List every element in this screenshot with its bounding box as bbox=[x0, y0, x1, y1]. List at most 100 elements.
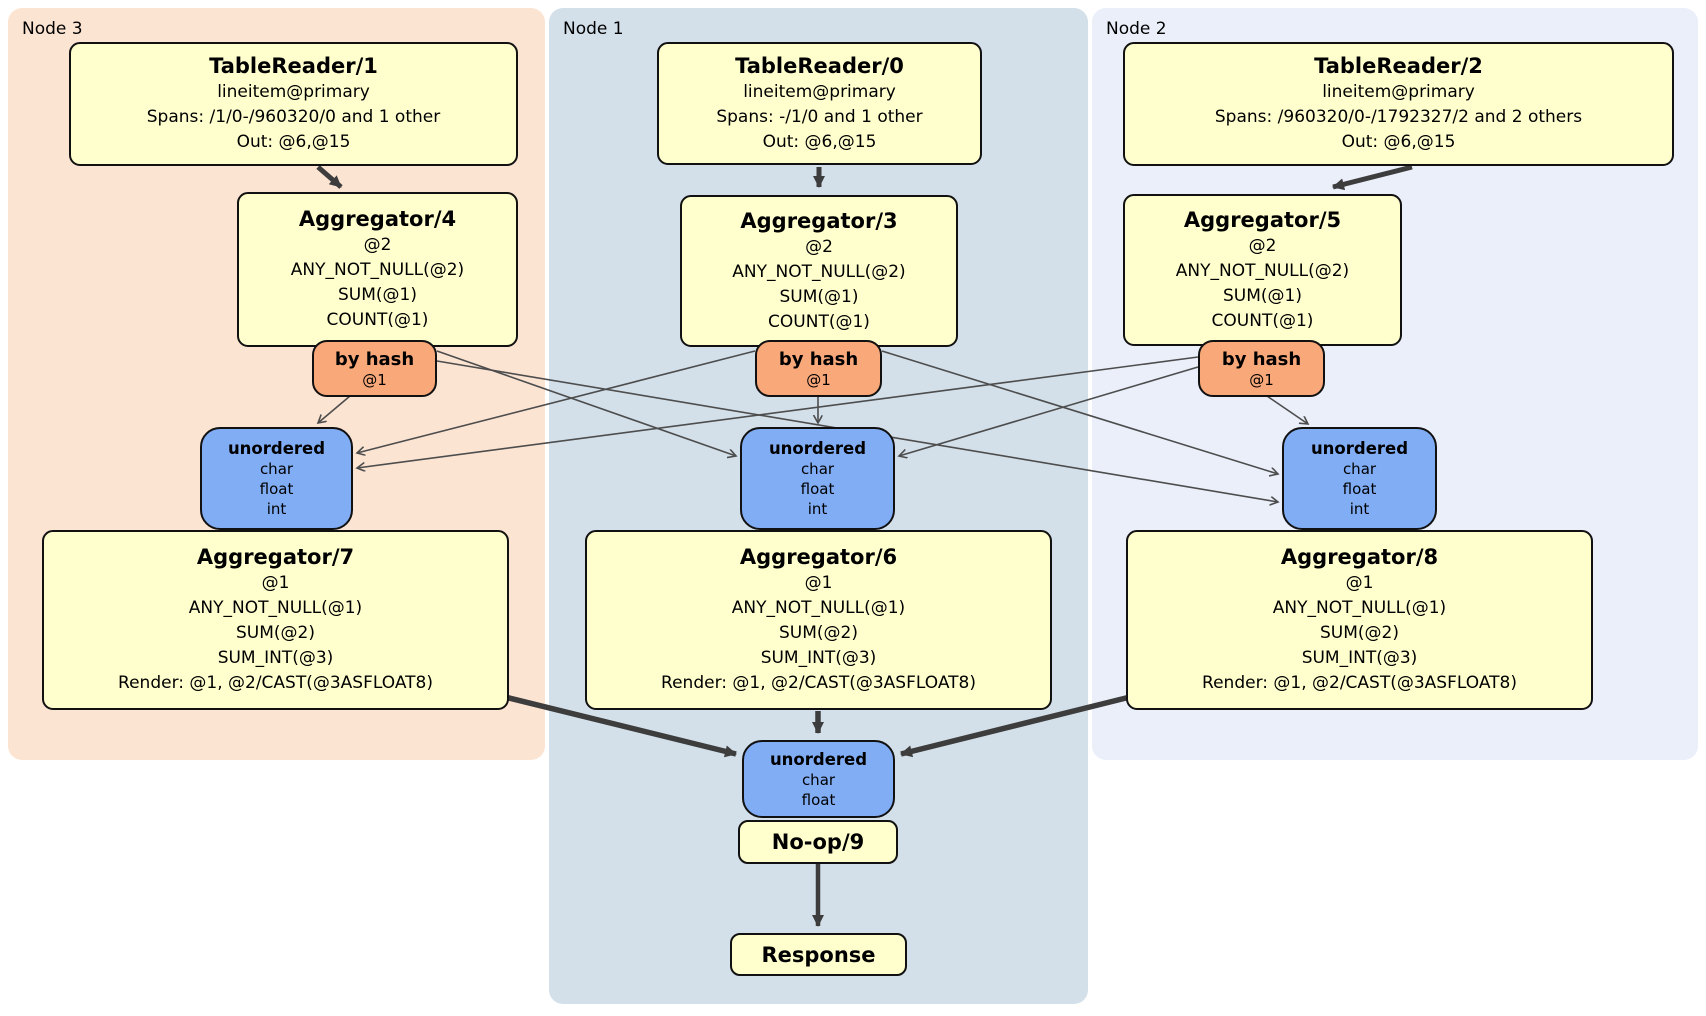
hash-router-3-box: by hash @1 bbox=[755, 340, 882, 397]
aggregator-3-line: SUM(@1) bbox=[779, 286, 859, 307]
aggregator-7-line: ANY_NOT_NULL(@1) bbox=[188, 598, 363, 618]
sync-7-type: float bbox=[259, 480, 294, 498]
node1-label: Node 1 bbox=[563, 19, 624, 39]
aggregator-4-title: Aggregator/4 bbox=[298, 207, 457, 231]
edge-hash3-to-sync7 bbox=[357, 350, 756, 453]
tablereader-0-title: TableReader/0 bbox=[735, 53, 904, 78]
aggregator-6-line: SUM_INT(@3) bbox=[760, 648, 877, 668]
aggregator-7-title: Aggregator/7 bbox=[196, 545, 355, 569]
unordered-sync-6-box: unordered char float int bbox=[740, 427, 895, 530]
hash-router-3-key: @1 bbox=[806, 370, 831, 389]
sync-6-type: char bbox=[800, 460, 835, 478]
sync-7-type: int bbox=[266, 500, 287, 518]
aggregator-8-line: SUM(@2) bbox=[1320, 623, 1399, 643]
node2-label: Node 2 bbox=[1106, 19, 1167, 39]
aggregator-3-line: COUNT(@1) bbox=[768, 311, 870, 332]
aggregator-8-line: ANY_NOT_NULL(@1) bbox=[1272, 598, 1447, 618]
sync-final-type: float bbox=[801, 790, 836, 809]
noop-9-label: No-op/9 bbox=[771, 830, 865, 854]
aggregator-3-line: ANY_NOT_NULL(@2) bbox=[732, 261, 906, 282]
tablereader-0-box: TableReader/0 lineitem@primary Spans: -/… bbox=[657, 42, 982, 165]
aggregator-8-box: Aggregator/8 @1 ANY_NOT_NULL(@1) SUM(@2)… bbox=[1126, 530, 1593, 710]
aggregator-4-box: Aggregator/4 @2 ANY_NOT_NULL(@2) SUM(@1)… bbox=[237, 192, 518, 347]
edge-reader1-to-agg4 bbox=[316, 165, 343, 189]
sync-final-type: char bbox=[801, 770, 836, 789]
aggregator-3-line: @2 bbox=[805, 236, 833, 257]
hash-router-4-key: @1 bbox=[362, 370, 387, 389]
edge-hash3-to-sync8 bbox=[881, 350, 1278, 474]
aggregator-6-line: @1 bbox=[804, 573, 833, 593]
aggregator-6-line: SUM(@2) bbox=[779, 623, 858, 643]
sync-6-type: float bbox=[800, 480, 835, 498]
tablereader-2-title: TableReader/2 bbox=[1314, 54, 1483, 78]
response-box: Response bbox=[730, 933, 907, 976]
aggregator-4-line: SUM(@1) bbox=[338, 285, 417, 305]
tablereader-2-spans: Spans: /960320/0-/1792327/2 and 2 others bbox=[1214, 107, 1583, 127]
aggregator-5-line: SUM(@1) bbox=[1223, 285, 1302, 306]
edge-hash4-to-sync6 bbox=[436, 350, 736, 456]
hash-router-5-title: by hash bbox=[1221, 348, 1302, 370]
aggregator-8-line: @1 bbox=[1345, 573, 1374, 593]
edge-agg7-to-finalsync bbox=[504, 694, 737, 758]
aggregator-7-line: SUM_INT(@3) bbox=[217, 648, 334, 668]
tablereader-1-title: TableReader/1 bbox=[209, 54, 378, 78]
tablereader-0-spans: Spans: -/1/0 and 1 other bbox=[716, 106, 923, 127]
aggregator-8-line: SUM_INT(@3) bbox=[1301, 648, 1418, 668]
aggregator-8-render: Render: @1, @2/CAST(@3ASFLOAT8) bbox=[1202, 673, 1517, 693]
unordered-sync-8-title: unordered bbox=[1310, 439, 1409, 458]
tablereader-1-box: TableReader/1 lineitem@primary Spans: /1… bbox=[69, 42, 518, 166]
hash-router-3-title: by hash bbox=[778, 348, 859, 370]
edge-hash5-to-sync6 bbox=[899, 366, 1199, 456]
aggregator-3-box: Aggregator/3 @2 ANY_NOT_NULL(@2) SUM(@1)… bbox=[680, 195, 958, 347]
tablereader-1-out: Out: @6,@15 bbox=[236, 132, 351, 152]
tablereader-1-spans: Spans: /1/0-/960320/0 and 1 other bbox=[146, 107, 441, 127]
aggregator-6-box: Aggregator/6 @1 ANY_NOT_NULL(@1) SUM(@2)… bbox=[585, 530, 1052, 710]
tablereader-0-index: lineitem@primary bbox=[743, 81, 896, 102]
aggregator-7-line: SUM(@2) bbox=[236, 623, 315, 643]
tablereader-1-index: lineitem@primary bbox=[217, 82, 370, 102]
sync-8-type: float bbox=[1342, 480, 1377, 498]
aggregator-8-title: Aggregator/8 bbox=[1280, 545, 1439, 569]
hash-router-4-title: by hash bbox=[334, 348, 415, 370]
unordered-sync-6-title: unordered bbox=[768, 439, 867, 458]
aggregator-5-line: ANY_NOT_NULL(@2) bbox=[1175, 260, 1350, 281]
response-label: Response bbox=[761, 942, 876, 967]
unordered-sync-7-title: unordered bbox=[227, 439, 326, 458]
unordered-sync-7-box: unordered char float int bbox=[200, 427, 353, 530]
unordered-sync-final-title: unordered bbox=[769, 749, 868, 769]
aggregator-3-title: Aggregator/3 bbox=[740, 208, 898, 233]
tablereader-2-out: Out: @6,@15 bbox=[1341, 132, 1456, 152]
hash-router-5-box: by hash @1 bbox=[1198, 340, 1325, 397]
edge-hash5-to-sync8 bbox=[1266, 395, 1308, 424]
unordered-sync-final-box: unordered char float bbox=[742, 740, 895, 818]
tablereader-2-box: TableReader/2 lineitem@primary Spans: /9… bbox=[1123, 42, 1674, 166]
edge-hash4-to-sync7 bbox=[318, 395, 351, 423]
hash-router-5-key: @1 bbox=[1249, 370, 1274, 389]
aggregator-6-render: Render: @1, @2/CAST(@3ASFLOAT8) bbox=[661, 673, 976, 693]
aggregator-6-title: Aggregator/6 bbox=[739, 545, 898, 569]
aggregator-6-line: ANY_NOT_NULL(@1) bbox=[731, 598, 906, 618]
edge-hash5-to-sync7 bbox=[357, 356, 1199, 468]
aggregator-5-box: Aggregator/5 @2 ANY_NOT_NULL(@2) SUM(@1)… bbox=[1123, 194, 1402, 346]
sync-6-type: int bbox=[807, 500, 828, 518]
aggregator-4-line: ANY_NOT_NULL(@2) bbox=[290, 260, 465, 280]
node3-label: Node 3 bbox=[22, 19, 83, 39]
aggregator-4-line: COUNT(@1) bbox=[326, 310, 429, 330]
aggregator-5-title: Aggregator/5 bbox=[1183, 207, 1342, 232]
aggregator-5-line: COUNT(@1) bbox=[1211, 310, 1314, 331]
sync-8-type: char bbox=[1342, 460, 1377, 478]
tablereader-0-out: Out: @6,@15 bbox=[762, 131, 877, 152]
unordered-sync-8-box: unordered char float int bbox=[1282, 427, 1437, 530]
aggregator-7-render: Render: @1, @2/CAST(@3ASFLOAT8) bbox=[118, 673, 433, 693]
aggregator-7-line: @1 bbox=[261, 573, 290, 593]
aggregator-4-line: @2 bbox=[363, 235, 392, 255]
tablereader-2-index: lineitem@primary bbox=[1322, 82, 1475, 102]
hash-router-4-box: by hash @1 bbox=[312, 340, 437, 397]
sync-8-type: int bbox=[1349, 500, 1370, 518]
sync-7-type: char bbox=[259, 460, 294, 478]
aggregator-7-box: Aggregator/7 @1 ANY_NOT_NULL(@1) SUM(@2)… bbox=[42, 530, 509, 710]
edge-agg8-to-finalsync bbox=[900, 694, 1131, 758]
aggregator-5-line: @2 bbox=[1248, 235, 1277, 256]
